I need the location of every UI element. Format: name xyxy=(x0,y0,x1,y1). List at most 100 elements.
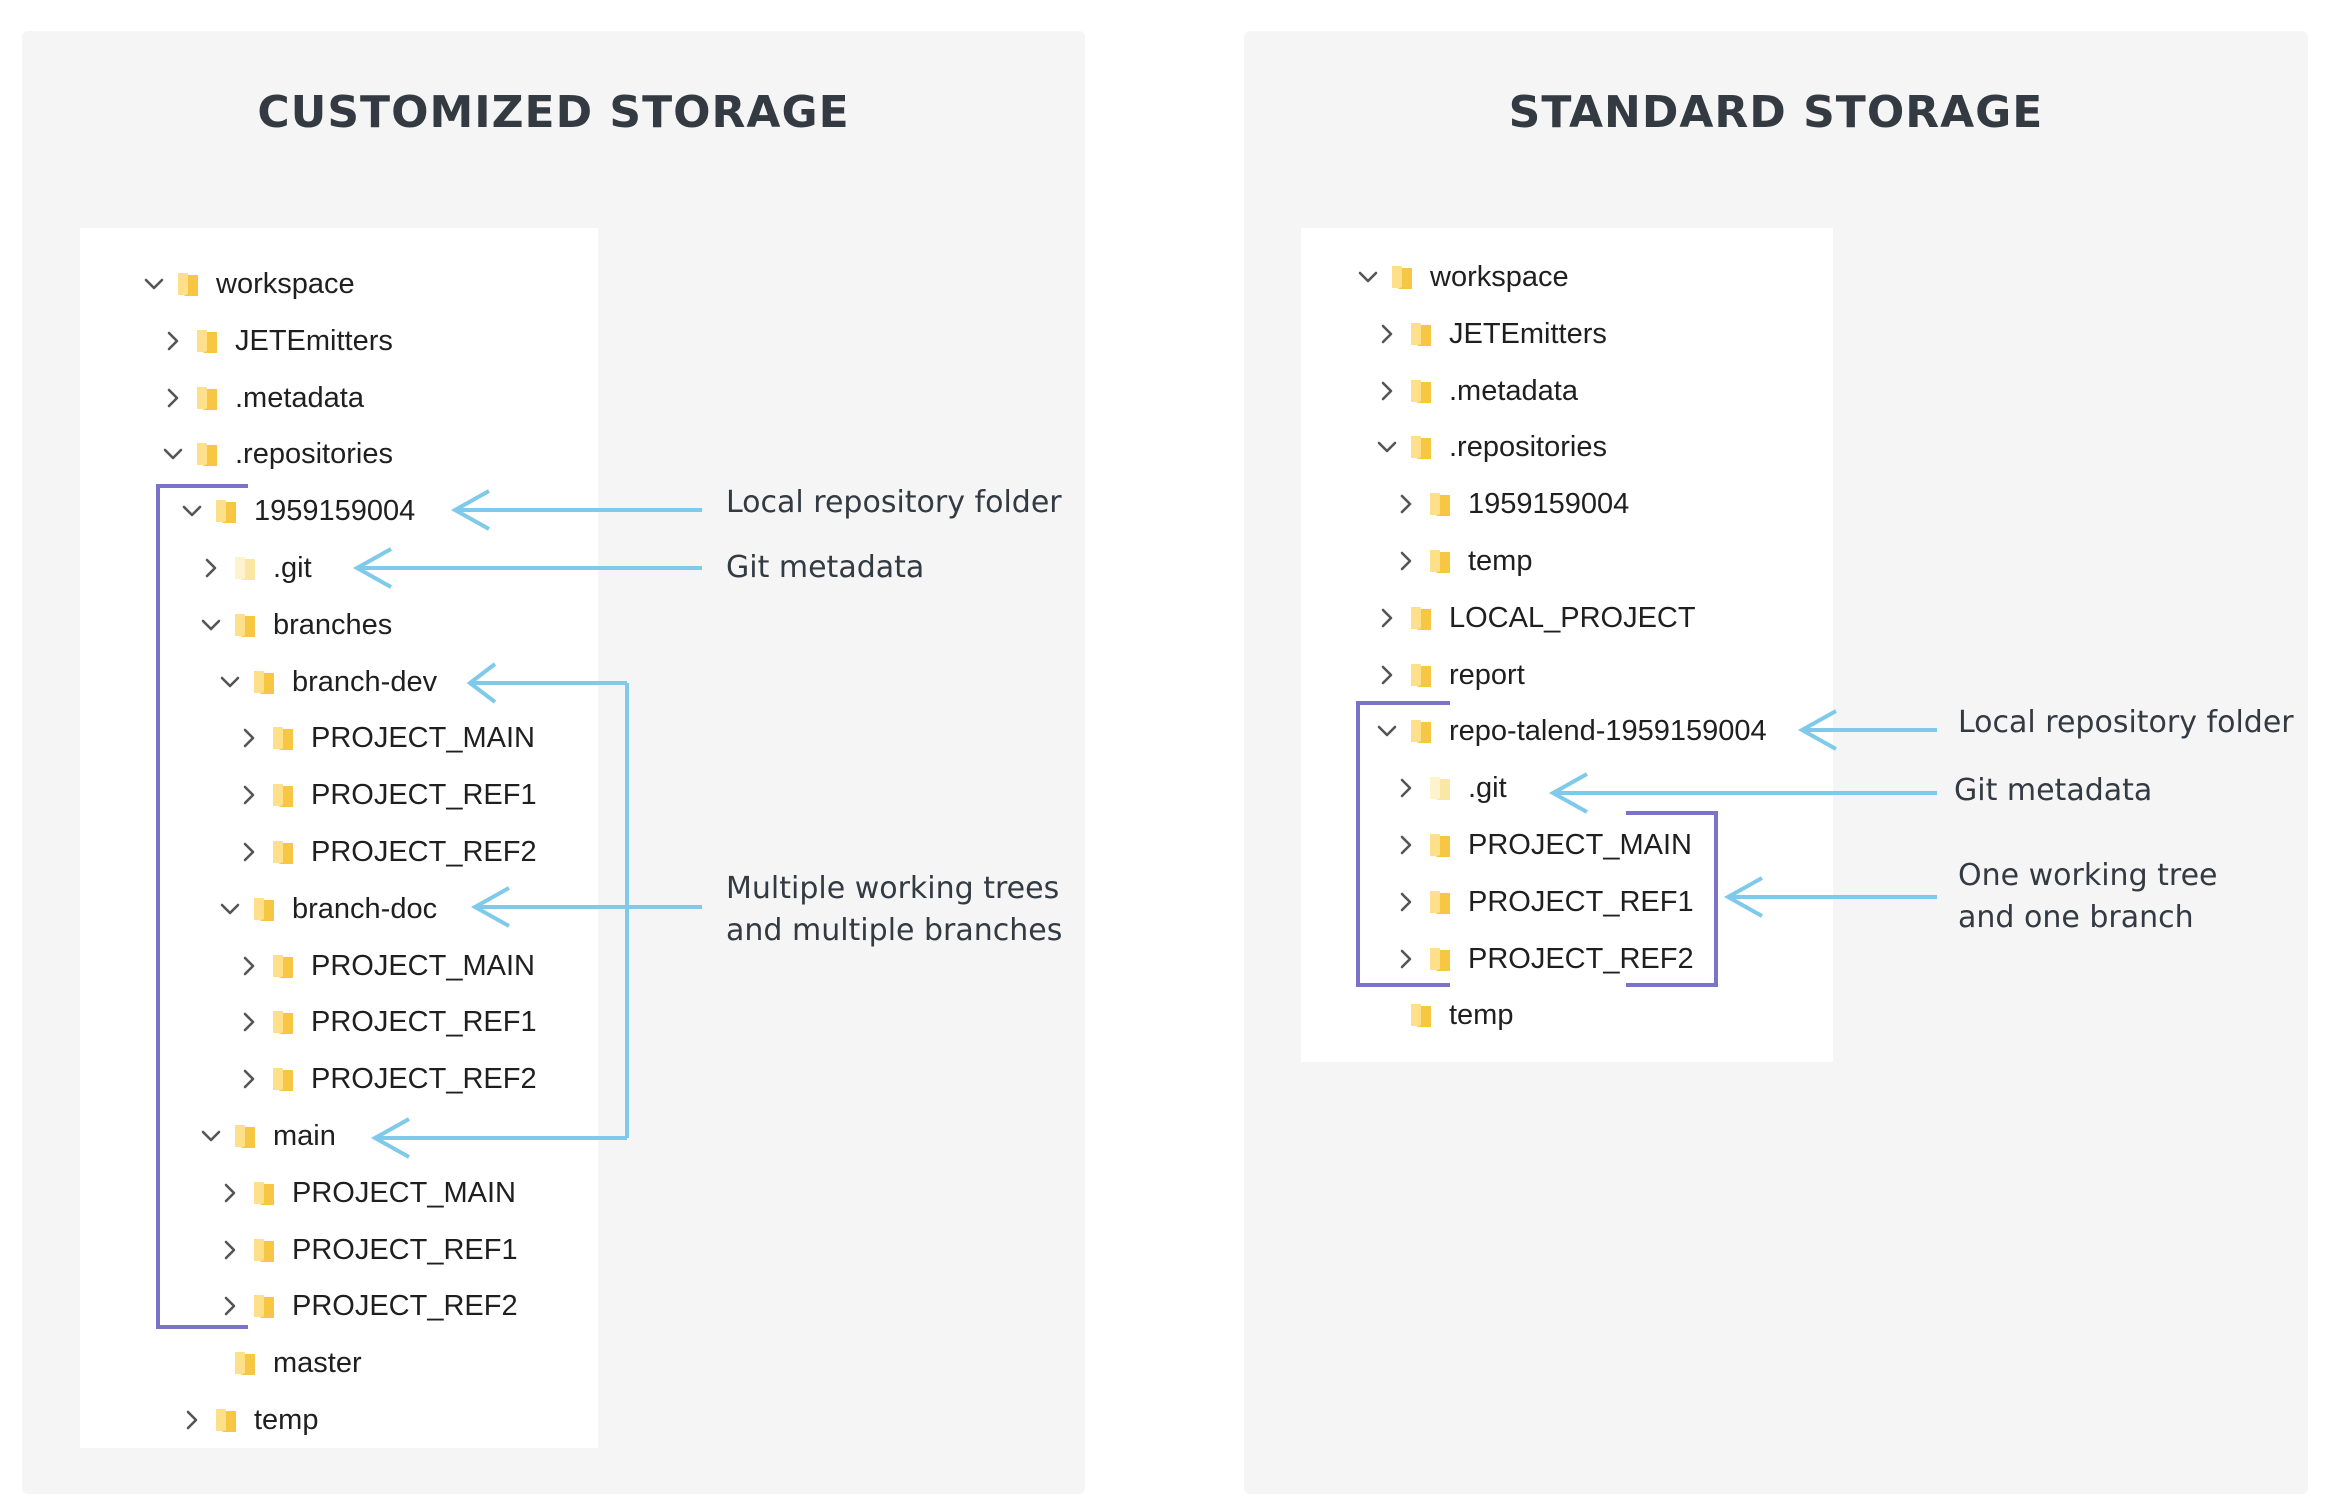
chevron-down-icon[interactable] xyxy=(180,491,204,531)
chevron-right-icon[interactable] xyxy=(237,1059,261,1099)
chevron-right-icon[interactable] xyxy=(218,1230,242,1270)
tree-row[interactable]: workspace xyxy=(1301,257,1833,297)
tree-row[interactable]: .repositories xyxy=(80,434,598,474)
tree-row[interactable]: 1959159004 xyxy=(80,491,598,531)
folder-icon xyxy=(1428,484,1454,524)
folder-icon xyxy=(214,1400,240,1440)
annotation-multiple-working-trees: Multiple working trees xyxy=(726,871,1060,906)
tree-row[interactable]: master xyxy=(80,1343,598,1383)
folder-icon xyxy=(1428,825,1454,865)
annotation-one-working-tree: One working tree xyxy=(1958,858,2218,893)
folder-icon xyxy=(1409,314,1435,354)
tree-item-label: PROJECT_REF2 xyxy=(292,1290,518,1323)
tree-row[interactable]: report xyxy=(1301,655,1833,695)
chevron-right-icon[interactable] xyxy=(218,1173,242,1213)
chevron-right-icon[interactable] xyxy=(1394,882,1418,922)
tree-row[interactable]: repo-talend-1959159004 xyxy=(1301,711,1833,751)
tree-item-label: PROJECT_REF1 xyxy=(311,1006,537,1039)
chevron-right-icon[interactable] xyxy=(161,321,185,361)
chevron-right-icon[interactable] xyxy=(1394,939,1418,979)
tree-row[interactable]: PROJECT_MAIN xyxy=(80,1173,598,1213)
tree-row[interactable]: PROJECT_MAIN xyxy=(80,718,598,758)
tree-row[interactable]: 1959159004 xyxy=(1301,484,1833,524)
tree-row[interactable]: JETEmitters xyxy=(1301,314,1833,354)
tree-item-label: temp xyxy=(1468,545,1533,577)
tree-row[interactable]: PROJECT_REF2 xyxy=(80,832,598,872)
chevron-right-icon[interactable] xyxy=(218,1286,242,1326)
tree-row[interactable]: PROJECT_REF2 xyxy=(80,1059,598,1099)
chevron-right-icon[interactable] xyxy=(180,1400,204,1440)
tree-row[interactable]: .git xyxy=(1301,768,1833,808)
folder-icon xyxy=(252,1230,278,1270)
tree-row[interactable]: PROJECT_REF1 xyxy=(80,1230,598,1270)
tree-row[interactable]: branches xyxy=(80,605,598,645)
folder-icon xyxy=(1409,711,1435,751)
tree-row[interactable]: LOCAL_PROJECT xyxy=(1301,598,1833,638)
chevron-down-icon[interactable] xyxy=(142,264,166,304)
tree-row[interactable]: .git xyxy=(80,548,598,588)
tree-row[interactable]: workspace xyxy=(80,264,598,304)
chevron-right-icon[interactable] xyxy=(1394,484,1418,524)
tree-row[interactable]: main xyxy=(80,1116,598,1156)
tree-row[interactable]: PROJECT_REF1 xyxy=(80,1002,598,1042)
tree-item-label: workspace xyxy=(1430,261,1569,293)
chevron-right-icon[interactable] xyxy=(1375,655,1399,695)
chevron-right-icon[interactable] xyxy=(161,378,185,418)
chevron-down-icon[interactable] xyxy=(199,605,223,645)
chevron-right-icon[interactable] xyxy=(237,718,261,758)
annotation-multiple-branches: and multiple branches xyxy=(726,913,1063,948)
tree-row[interactable]: PROJECT_REF1 xyxy=(1301,882,1833,922)
annotation-git-metadata: Git metadata xyxy=(726,550,925,585)
chevron-down-icon[interactable] xyxy=(199,1116,223,1156)
tree-row[interactable]: branch-dev xyxy=(80,662,598,702)
chevron-down-icon[interactable] xyxy=(161,434,185,474)
folder-icon xyxy=(1428,541,1454,581)
chevron-down-icon[interactable] xyxy=(218,662,242,702)
folder-icon xyxy=(271,1059,297,1099)
tree-item-label: 1959159004 xyxy=(254,495,416,528)
tree-row[interactable]: PROJECT_REF1 xyxy=(80,775,598,815)
folder-icon xyxy=(233,1116,259,1156)
tree-row[interactable]: .metadata xyxy=(80,378,598,418)
tree-item-label: PROJECT_MAIN xyxy=(1468,829,1692,861)
arrow-git-metadata-head xyxy=(352,547,392,589)
tree-item-label: 1959159004 xyxy=(1468,488,1630,521)
folder-icon xyxy=(1409,371,1435,411)
chevron-down-icon[interactable] xyxy=(218,889,242,929)
tree-row[interactable]: PROJECT_REF2 xyxy=(1301,939,1833,979)
folder-icon xyxy=(195,434,221,474)
chevron-right-icon[interactable] xyxy=(237,832,261,872)
chevron-right-icon[interactable] xyxy=(1375,314,1399,354)
tree-row[interactable]: .metadata xyxy=(1301,371,1833,411)
chevron-right-icon[interactable] xyxy=(237,1002,261,1042)
chevron-right-icon[interactable] xyxy=(1375,598,1399,638)
chevron-right-icon[interactable] xyxy=(1394,541,1418,581)
chevron-right-icon[interactable] xyxy=(237,946,261,986)
chevron-down-icon[interactable] xyxy=(1375,711,1399,751)
tree-row[interactable]: branch-doc xyxy=(80,889,598,929)
tree-item-label: .repositories xyxy=(235,438,393,471)
folder-icon xyxy=(252,662,278,702)
chevron-down-icon[interactable] xyxy=(1356,257,1380,297)
chevron-right-icon[interactable] xyxy=(199,548,223,588)
tree-row[interactable]: temp xyxy=(1301,995,1833,1035)
folder-icon xyxy=(1409,655,1435,695)
tree-item-label: .metadata xyxy=(1449,374,1578,407)
tree-row[interactable]: JETEmitters xyxy=(80,321,598,361)
tree-row[interactable]: PROJECT_MAIN xyxy=(1301,825,1833,865)
tree-item-label: branch-doc xyxy=(292,892,438,925)
tree-item-label: master xyxy=(273,1347,362,1380)
chevron-right-icon[interactable] xyxy=(1394,768,1418,808)
tree-item-label: temp xyxy=(254,1404,319,1436)
tree-row[interactable]: PROJECT_REF2 xyxy=(80,1286,598,1326)
chevron-right-icon[interactable] xyxy=(237,775,261,815)
tree-row[interactable]: PROJECT_MAIN xyxy=(80,946,598,986)
chevron-right-icon[interactable] xyxy=(1394,825,1418,865)
tree-row[interactable]: temp xyxy=(1301,541,1833,581)
chevron-right-icon[interactable] xyxy=(1375,371,1399,411)
tree-item-label: main xyxy=(273,1120,336,1152)
tree-row[interactable]: .repositories xyxy=(1301,427,1833,467)
tree-row[interactable]: temp xyxy=(80,1400,598,1440)
chevron-down-icon[interactable] xyxy=(1375,427,1399,467)
